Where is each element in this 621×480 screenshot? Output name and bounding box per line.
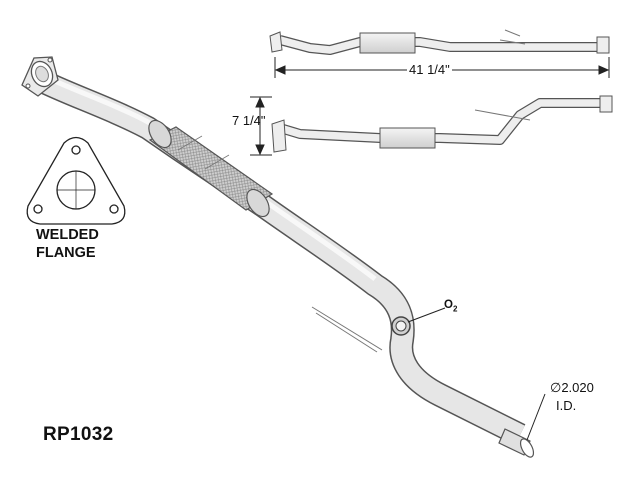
bracket-rod [311,306,383,353]
o2-leader [407,307,446,323]
outlet-end [498,428,535,458]
o2-letter: O [444,299,453,311]
diameter-label: ∅2.020 [550,380,594,396]
flange-label-line1: WELDED [36,227,99,243]
inlet-flange [21,56,59,97]
overall-height-label: 7 1/4" [232,113,266,128]
top-view [269,29,610,55]
diameter-unit: I.D. [556,398,577,413]
diameter-value: 2.020 [561,380,594,395]
flange-label-line2: FLANGE [36,245,96,261]
flange-detail [26,136,126,225]
diameter-leader [526,393,546,441]
main-pipe [21,56,546,458]
side-view [271,95,613,153]
part-number: RP1032 [43,424,114,445]
pipe-body [35,70,525,445]
height-dimension [250,96,272,156]
diameter-symbol-icon: ∅ [550,380,562,395]
o2-sensor-label: O2 [444,299,457,313]
o2-subscript: 2 [452,304,458,314]
flex-coupling [148,119,274,218]
welded-flange-label: WELDED FLANGE [36,226,99,262]
overall-length-label: 41 1/4" [407,62,452,77]
o2-bung [391,316,411,336]
